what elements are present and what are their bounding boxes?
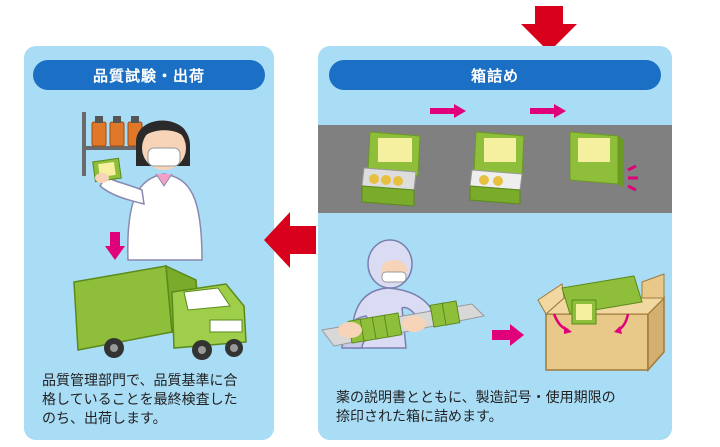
description-line: 格していることを最終検査した [42, 392, 238, 408]
delivery-truck-illustration [73, 264, 247, 360]
panel-title-boxing: 箱詰め [329, 60, 661, 90]
medicine-box-open-1 [361, 131, 421, 207]
description-line: 薬の説明書とともに、製造記号・使用期限の [336, 390, 616, 406]
flow-arrow-left [264, 212, 316, 268]
panel-title-quality-shipping: 品質試験・出荷 [33, 60, 265, 90]
medicine-box-open-2 [469, 131, 525, 205]
quality-shipping-description: 品質管理部門で、品質基準に合 格していることを最終検査した のち、出荷します。 [42, 372, 268, 429]
packing-direction-arrow [492, 324, 524, 346]
panel-boxing [318, 46, 672, 440]
description-line: のち、出荷します。 [42, 411, 167, 427]
description-line: 品質管理部門で、品質基準に合 [42, 373, 238, 389]
description-line: 捺印された箱に詰めます。 [336, 409, 503, 425]
shipping-direction-arrow [105, 232, 125, 260]
inspector-illustration [92, 120, 203, 261]
conveyor-direction-arrow-1 [430, 104, 466, 118]
conveyor-direction-arrow-2 [530, 104, 566, 118]
cardboard-shipping-box [537, 273, 666, 372]
flow-in-arrow [521, 6, 577, 52]
boxing-description: 薬の説明書とともに、製造記号・使用期限の 捺印された箱に詰めます。 [336, 389, 666, 427]
lower-conveyor-with-boxes [321, 300, 486, 347]
medicine-box-closed [569, 131, 638, 192]
